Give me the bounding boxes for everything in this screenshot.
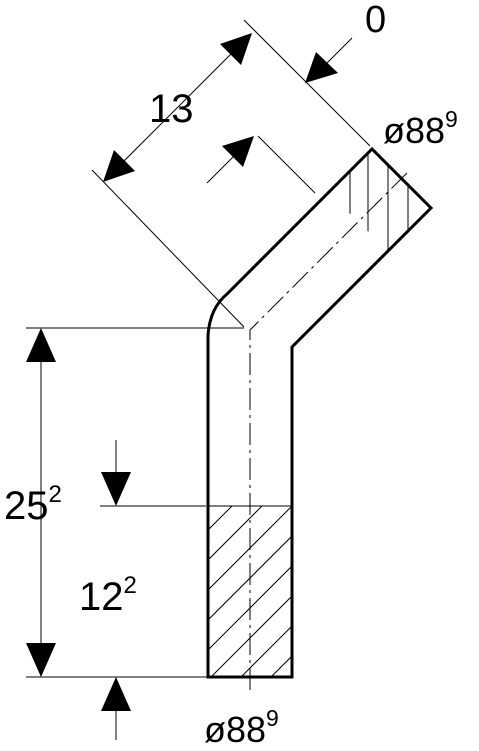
top-insertion-line	[257, 135, 316, 194]
total-height-dimension	[26, 328, 56, 677]
arrowhead-icon	[101, 677, 131, 711]
arrowhead-icon	[103, 150, 135, 182]
angled-length-label: 13	[149, 87, 194, 131]
insertion-depth-label: 122	[79, 572, 137, 619]
insertion-depth-arrows	[101, 440, 131, 740]
bottom-diameter-label: ø889	[204, 705, 279, 750]
arrowhead-icon	[222, 136, 254, 167]
arrowhead-icon	[26, 643, 56, 677]
angled-length-dimension	[103, 33, 252, 182]
top-insertion-arrow	[206, 136, 254, 184]
offset-label: 0	[365, 0, 386, 41]
extension-lines	[26, 19, 371, 678]
arrowhead-icon	[26, 328, 56, 362]
arrowhead-icon	[305, 52, 338, 83]
arrowhead-icon	[220, 33, 252, 65]
offset-arrow	[305, 37, 353, 83]
top-diameter-label: ø889	[383, 106, 458, 151]
pipe-outline	[206, 146, 434, 679]
total-height-label: 252	[4, 481, 62, 528]
pipe-centerline	[249, 169, 411, 690]
arrowhead-icon	[101, 472, 131, 506]
